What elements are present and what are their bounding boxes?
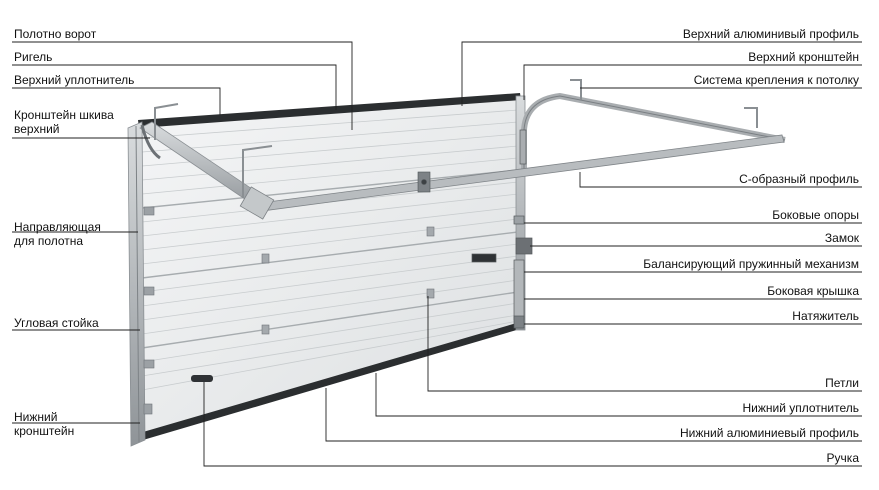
label-pulley-bracket: Кронштейн шкива верхний bbox=[14, 108, 114, 136]
label-bottom-aluminium-profile: Нижний алюминиевый профиль bbox=[680, 426, 859, 440]
label-corner-post: Угловая стойка bbox=[14, 316, 99, 330]
label-spring-mechanism: Балансирующий пружинный механизм bbox=[643, 257, 859, 271]
panel-ribs bbox=[141, 109, 519, 391]
label-bottom-seal: Нижний уплотнитель bbox=[742, 401, 859, 415]
label-ceiling-mount: Система крепления к потолку bbox=[693, 73, 859, 87]
label-lock: Замок bbox=[824, 231, 859, 245]
label-top-aluminium-profile: Верхний алюминивый профиль bbox=[682, 27, 859, 41]
label-side-cover: Боковая крышка bbox=[767, 284, 859, 298]
label-door-panel: Полотно ворот bbox=[14, 27, 97, 41]
label-bottom-bracket: Нижний кронштейн bbox=[14, 410, 75, 438]
right-guide-rail bbox=[515, 95, 526, 331]
label-tensioner: Натяжитель bbox=[792, 309, 859, 323]
door-lock bbox=[417, 171, 431, 193]
top-seal-strip bbox=[138, 93, 521, 128]
label-handle: Ручка bbox=[826, 451, 859, 465]
middle-hinges bbox=[261, 226, 435, 335]
right-hardware bbox=[471, 129, 533, 329]
label-side-supports: Боковые опоры bbox=[772, 208, 859, 222]
label-top-bracket: Верхний кронштейн bbox=[748, 50, 859, 64]
label-c-profile: С-образный профиль bbox=[739, 172, 859, 186]
label-top-seal: Верхний уплотнитель bbox=[14, 73, 135, 87]
section-joints bbox=[141, 169, 519, 349]
left-guide-rail bbox=[127, 121, 146, 447]
leader-lines bbox=[12, 41, 862, 467]
door-handle bbox=[191, 375, 213, 382]
label-guide-rail: Направляющая для полотна bbox=[14, 220, 101, 248]
label-crossbar: Ригель bbox=[14, 50, 53, 64]
label-hinges: Петли bbox=[825, 376, 859, 390]
bottom-profile-strip bbox=[143, 322, 520, 440]
left-hinges bbox=[143, 206, 155, 415]
left-pulley-bracket bbox=[140, 124, 161, 160]
ceiling-hangers bbox=[154, 79, 758, 198]
